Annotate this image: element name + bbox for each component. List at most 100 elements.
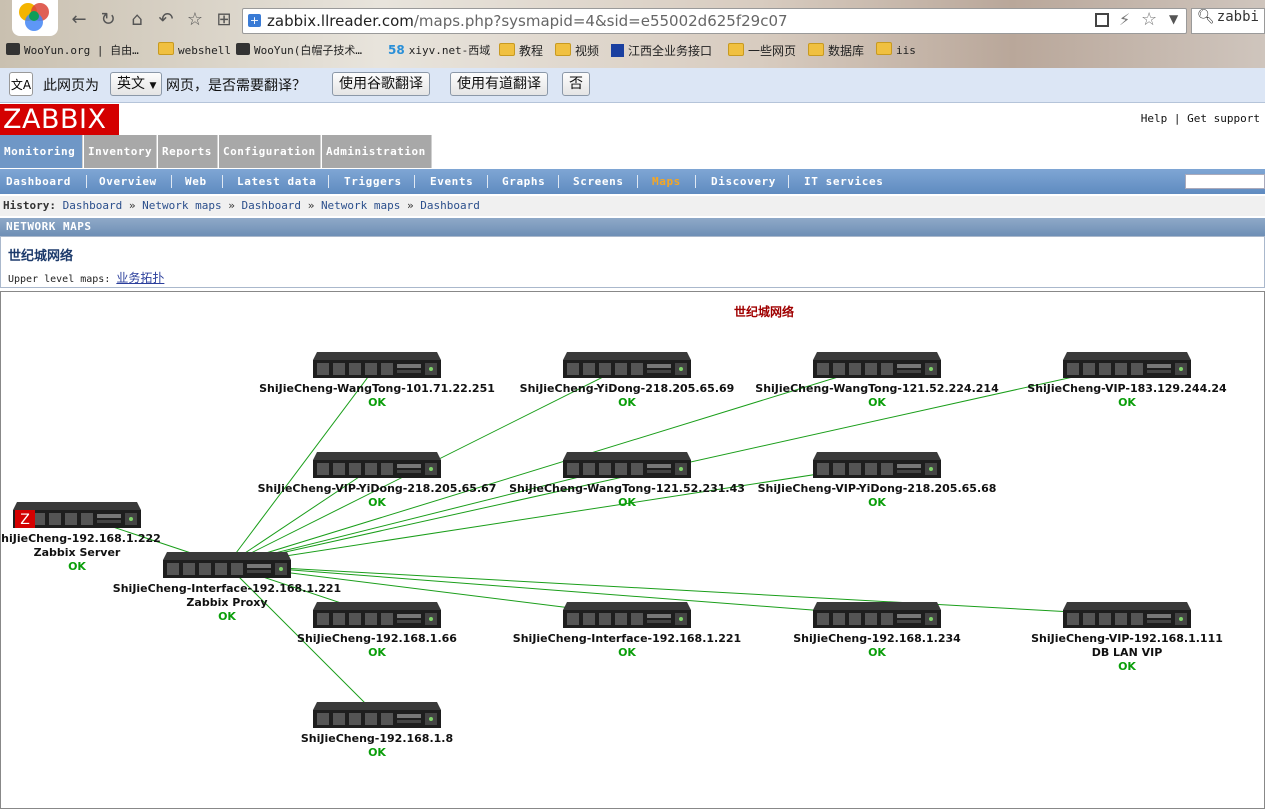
lightning-icon[interactable]: ⚡	[1119, 10, 1131, 29]
node-status: OK	[868, 496, 886, 509]
submenu-graphs[interactable]: Graphs	[502, 175, 546, 188]
map-node-n8[interactable]: ShiJieCheng-192.168.1.8OK	[301, 702, 453, 759]
undo-icon[interactable]: ↶	[158, 9, 174, 30]
submenu-triggers[interactable]: Triggers	[344, 175, 402, 188]
menu-divider	[171, 175, 172, 188]
bookmark-item[interactable]: 教程	[499, 42, 543, 60]
back-icon[interactable]: ←	[71, 9, 87, 30]
bookmark-label: iis	[896, 44, 916, 57]
node-status: OK	[618, 496, 636, 509]
search-input[interactable]	[1185, 174, 1265, 189]
submenu-screens[interactable]: Screens	[573, 175, 624, 188]
history-link[interactable]: Dashboard	[62, 199, 123, 212]
youdao-translate-button[interactable]: 使用有道翻译	[450, 72, 548, 96]
node-label-secondary: DB LAN VIP	[1092, 646, 1163, 659]
bookmark-item[interactable]: webshell	[158, 42, 231, 60]
header-links: Help | Get support	[1140, 112, 1260, 125]
map-node-proxy[interactable]: ShiJieCheng-Interface-192.168.1.221Zabbi…	[113, 552, 341, 623]
submenu-it-services[interactable]: IT services	[804, 175, 884, 188]
node-status: OK	[618, 396, 636, 409]
help-link[interactable]: Help	[1140, 112, 1168, 125]
map-link	[226, 564, 1128, 616]
sub-menu: Dashboard Overview Web Latest data Trigg…	[0, 169, 1265, 194]
map-link	[226, 564, 628, 616]
language-value: 英文	[117, 76, 145, 92]
menu-divider	[695, 175, 696, 188]
bookmark-label: WooYun.org | 自由…	[24, 44, 139, 57]
submenu-web[interactable]: Web	[185, 175, 207, 188]
upper-level-maps: Upper level maps:业务拓扑	[8, 269, 164, 286]
folder-icon	[876, 42, 892, 55]
history-label: History:	[3, 199, 56, 212]
upper-level-link[interactable]: 业务拓扑	[116, 271, 165, 285]
bookmark-item[interactable]: 视频	[555, 42, 599, 60]
bookmark-item[interactable]: 一些网页	[728, 42, 796, 60]
dropdown-icon[interactable]: ▼	[1169, 12, 1179, 26]
apps-icon[interactable]: ⊞	[216, 9, 232, 30]
section-header: NETWORK MAPS	[0, 218, 1265, 236]
history-link[interactable]: Network maps	[142, 199, 222, 212]
history-bar: History: Dashboard » Network maps » Dash…	[0, 196, 1265, 216]
bookmark-item[interactable]: WooYun.org | 自由…	[6, 42, 139, 60]
bookmark-star-icon[interactable]: ☆	[186, 9, 204, 30]
submenu-events[interactable]: Events	[430, 175, 474, 188]
bookmark-item[interactable]: WooYun(白帽子技术…	[236, 42, 362, 60]
map-info-panel: 世纪城网络 Upper level maps:业务拓扑	[0, 236, 1265, 288]
address-bar[interactable]: + zabbix.llreader.com/maps.php?sysmapid=…	[242, 8, 1187, 34]
menu-divider	[788, 175, 789, 188]
search-box[interactable]: 🔍︎zabbi	[1191, 8, 1265, 34]
reload-icon[interactable]: ↻	[100, 9, 116, 30]
submenu-latest-data[interactable]: Latest data	[237, 175, 317, 188]
submenu-dashboard[interactable]: Dashboard	[6, 175, 72, 188]
network-map-canvas: 世纪城网络 ShiJieCheng-WangTong-101.71.22.251…	[1, 304, 1227, 759]
history-link[interactable]: Dashboard	[420, 199, 480, 212]
server-icon	[163, 552, 291, 578]
favorite-icon[interactable]: ☆	[1141, 9, 1158, 30]
map-link	[226, 364, 878, 566]
menu-monitoring[interactable]: Monitoring	[0, 135, 83, 168]
submenu-overview[interactable]: Overview	[99, 175, 157, 188]
menu-administration[interactable]: Administration	[322, 135, 432, 168]
bookmark-item[interactable]: 江西全业务接口	[611, 42, 712, 60]
map-link	[226, 464, 628, 566]
history-separator: »	[128, 199, 136, 212]
menu-divider	[328, 175, 329, 188]
translate-no-button[interactable]: 否	[562, 72, 590, 96]
menu-inventory[interactable]: Inventory	[84, 135, 157, 168]
history-link[interactable]: Network maps	[320, 199, 401, 212]
zabbix-logo[interactable]: ZABBIX	[0, 104, 119, 135]
node-label: ShiJieCheng-192.168.1.234	[793, 632, 961, 645]
google-translate-button[interactable]: 使用谷歌翻译	[332, 72, 430, 96]
history-link[interactable]: Dashboard	[241, 199, 302, 212]
support-link[interactable]: Get support	[1187, 112, 1260, 125]
submenu-maps[interactable]: Maps	[652, 175, 681, 188]
history-separator: »	[228, 199, 235, 212]
node-label: ShiJieCheng-192.168.1.8	[301, 732, 453, 745]
qr-icon[interactable]	[1095, 13, 1109, 27]
submenu-discovery[interactable]: Discovery	[711, 175, 777, 188]
node-label: ShiJieCheng-YiDong-218.205.65.69	[520, 382, 735, 395]
menu-reports[interactable]: Reports	[158, 135, 218, 168]
network-map: 世纪城网络 ShiJieCheng-WangTong-101.71.22.251…	[0, 291, 1265, 809]
menu-configuration[interactable]: Configuration	[219, 135, 321, 168]
home-icon[interactable]: ⌂	[131, 9, 143, 30]
bookmark-item[interactable]: iis	[876, 42, 916, 60]
language-select[interactable]: 英文 ▼	[110, 72, 162, 96]
node-status: OK	[368, 746, 386, 759]
node-label-secondary: Zabbix Proxy	[186, 596, 267, 609]
bookmark-item[interactable]: 数据库	[808, 42, 864, 60]
node-status: OK	[218, 610, 236, 623]
